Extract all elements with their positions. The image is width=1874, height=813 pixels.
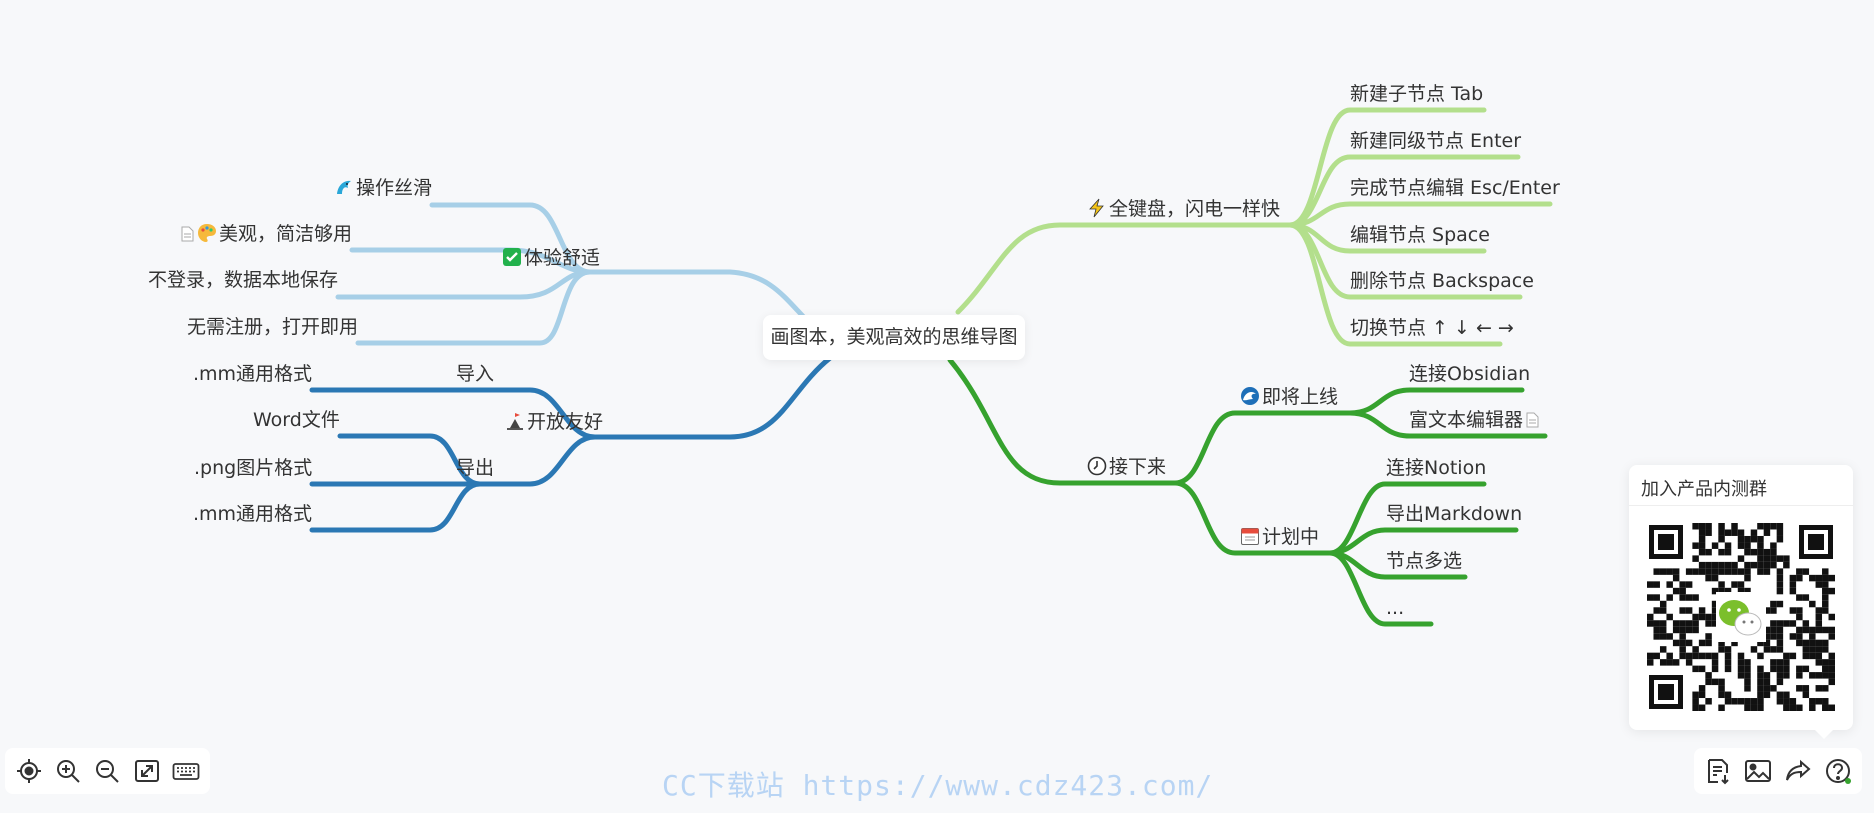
node-delete-label: 删除节点 Backspace (1350, 270, 1534, 292)
lightning-emoji (1089, 198, 1104, 218)
node-keyboard-label: 全键盘，闪电一样快 (1109, 198, 1281, 220)
export-image-button[interactable] (1742, 755, 1774, 787)
fit-screen-icon (134, 760, 159, 782)
node-beautiful-label: 美观，简洁够用 (219, 223, 353, 245)
export-file-button[interactable] (1702, 755, 1734, 787)
node-new-child[interactable]: 新建子节点 Tab (1350, 82, 1483, 106)
node-export-word[interactable]: Word文件 (253, 408, 340, 432)
note-document-icon (1526, 412, 1539, 428)
node-switch-label: 切换节点 ↑ ↓ ← → (1350, 317, 1514, 339)
calendar-emoji (1241, 528, 1259, 545)
zoom-out-button[interactable] (91, 755, 123, 787)
node-new-sibling[interactable]: 新建同级节点 Enter (1350, 129, 1521, 153)
node-export[interactable]: 导出 (456, 456, 494, 480)
node-switch[interactable]: 切换节点 ↑ ↓ ← → (1350, 316, 1514, 340)
share-button[interactable] (1782, 755, 1814, 787)
node-import-mm-label: .mm通用格式 (193, 363, 313, 385)
share-icon (1786, 759, 1811, 781)
help-button[interactable] (1822, 755, 1854, 787)
image-icon (1745, 760, 1771, 782)
wechat-logo-icon (1719, 600, 1762, 636)
node-export-png-label: .png图片格式 (194, 457, 313, 479)
wechat-qr-code (1647, 523, 1835, 711)
node-soon[interactable]: 即将上线 (1240, 385, 1338, 409)
zoom-in-button[interactable] (52, 755, 84, 787)
node-smooth[interactable]: 操作丝滑 (334, 176, 432, 200)
node-planned-label: 计划中 (1262, 526, 1320, 548)
check-box-emoji (503, 248, 521, 266)
node-smooth-label: 操作丝滑 (356, 177, 433, 199)
crosshair-icon (16, 759, 41, 783)
node-multi-select[interactable]: 节点多选 (1386, 549, 1462, 573)
help-icon (1826, 759, 1851, 784)
dolphin-emoji (337, 180, 351, 194)
node-export-png[interactable]: .png图片格式 (194, 456, 312, 480)
note-document-icon (181, 226, 194, 242)
node-new-child-label: 新建子节点 Tab (1350, 83, 1484, 105)
node-export-label: 导出 (456, 457, 495, 479)
node-more-label: ... (1386, 597, 1405, 619)
node-markdown[interactable]: 导出Markdown (1386, 502, 1522, 526)
node-export-mm[interactable]: .mm通用格式 (193, 502, 312, 526)
node-notion[interactable]: 连接Notion (1386, 456, 1486, 480)
file-export-icon (1708, 759, 1729, 785)
locate-center-button[interactable] (13, 755, 45, 787)
node-experience[interactable]: 体验舒适 (502, 246, 600, 270)
node-import-label: 导入 (456, 363, 495, 385)
node-open[interactable]: 开放友好 (505, 410, 603, 434)
node-beautiful[interactable]: 美观，简洁够用 (178, 222, 352, 246)
view-toolbar (5, 748, 210, 794)
clock-emoji (1087, 456, 1107, 476)
watermark-text: CC下载站 https://www.cdz423.com/ (662, 769, 1214, 802)
node-multi-select-label: 节点多选 (1386, 550, 1463, 572)
node-local-storage-label: 不登录，数据本地保存 (148, 269, 339, 291)
root-node[interactable]: 画图本，美观高效的思维导图 (763, 315, 1025, 360)
node-planned[interactable]: 计划中 (1240, 525, 1319, 549)
node-finish-edit[interactable]: 完成节点编辑 Esc/Enter (1350, 176, 1560, 200)
keyboard-shortcuts-button[interactable] (170, 755, 202, 787)
node-next[interactable]: 接下来 (1087, 455, 1166, 479)
node-import-mm[interactable]: .mm通用格式 (193, 362, 312, 386)
node-local-storage[interactable]: 不登录，数据本地保存 (148, 268, 338, 292)
export-toolbar (1694, 748, 1862, 794)
palette-emoji (198, 224, 216, 242)
node-experience-label: 体验舒适 (524, 247, 601, 269)
node-export-word-label: Word文件 (253, 409, 340, 431)
node-soon-label: 即将上线 (1262, 386, 1339, 408)
node-finish-edit-label: 完成节点编辑 Esc/Enter (1350, 177, 1560, 199)
park-emoji (507, 413, 523, 430)
beta-group-title: 加入产品内测群 (1641, 479, 1767, 500)
node-open-label: 开放友好 (527, 411, 604, 433)
node-obsidian-label: 连接Obsidian (1409, 363, 1531, 385)
keyboard-icon (172, 763, 200, 780)
wave-emoji (1241, 387, 1259, 405)
node-obsidian[interactable]: 连接Obsidian (1409, 362, 1530, 386)
node-next-label: 接下来 (1109, 456, 1167, 478)
node-notion-label: 连接Notion (1386, 457, 1487, 479)
node-rich-text[interactable]: 富文本编辑器 (1409, 408, 1542, 432)
node-more[interactable]: ... (1386, 596, 1404, 620)
zoom-out-icon (96, 760, 120, 783)
popup-divider (1629, 505, 1853, 506)
node-no-register[interactable]: 无需注册，打开即用 (187, 315, 358, 339)
node-edit[interactable]: 编辑节点 Space (1350, 223, 1490, 247)
fit-screen-button[interactable] (131, 755, 163, 787)
node-import[interactable]: 导入 (456, 362, 494, 386)
node-new-sibling-label: 新建同级节点 Enter (1350, 130, 1522, 152)
node-export-mm-label: .mm通用格式 (193, 503, 313, 525)
node-markdown-label: 导出Markdown (1386, 503, 1523, 525)
node-keyboard[interactable]: 全键盘，闪电一样快 (1087, 197, 1280, 221)
node-no-register-label: 无需注册，打开即用 (187, 316, 359, 338)
node-rich-text-label: 富文本编辑器 (1409, 409, 1524, 431)
node-edit-label: 编辑节点 Space (1350, 224, 1490, 246)
beta-group-popup: 加入产品内测群 (1629, 465, 1853, 739)
node-delete[interactable]: 删除节点 Backspace (1350, 269, 1534, 293)
zoom-in-icon (57, 760, 80, 783)
